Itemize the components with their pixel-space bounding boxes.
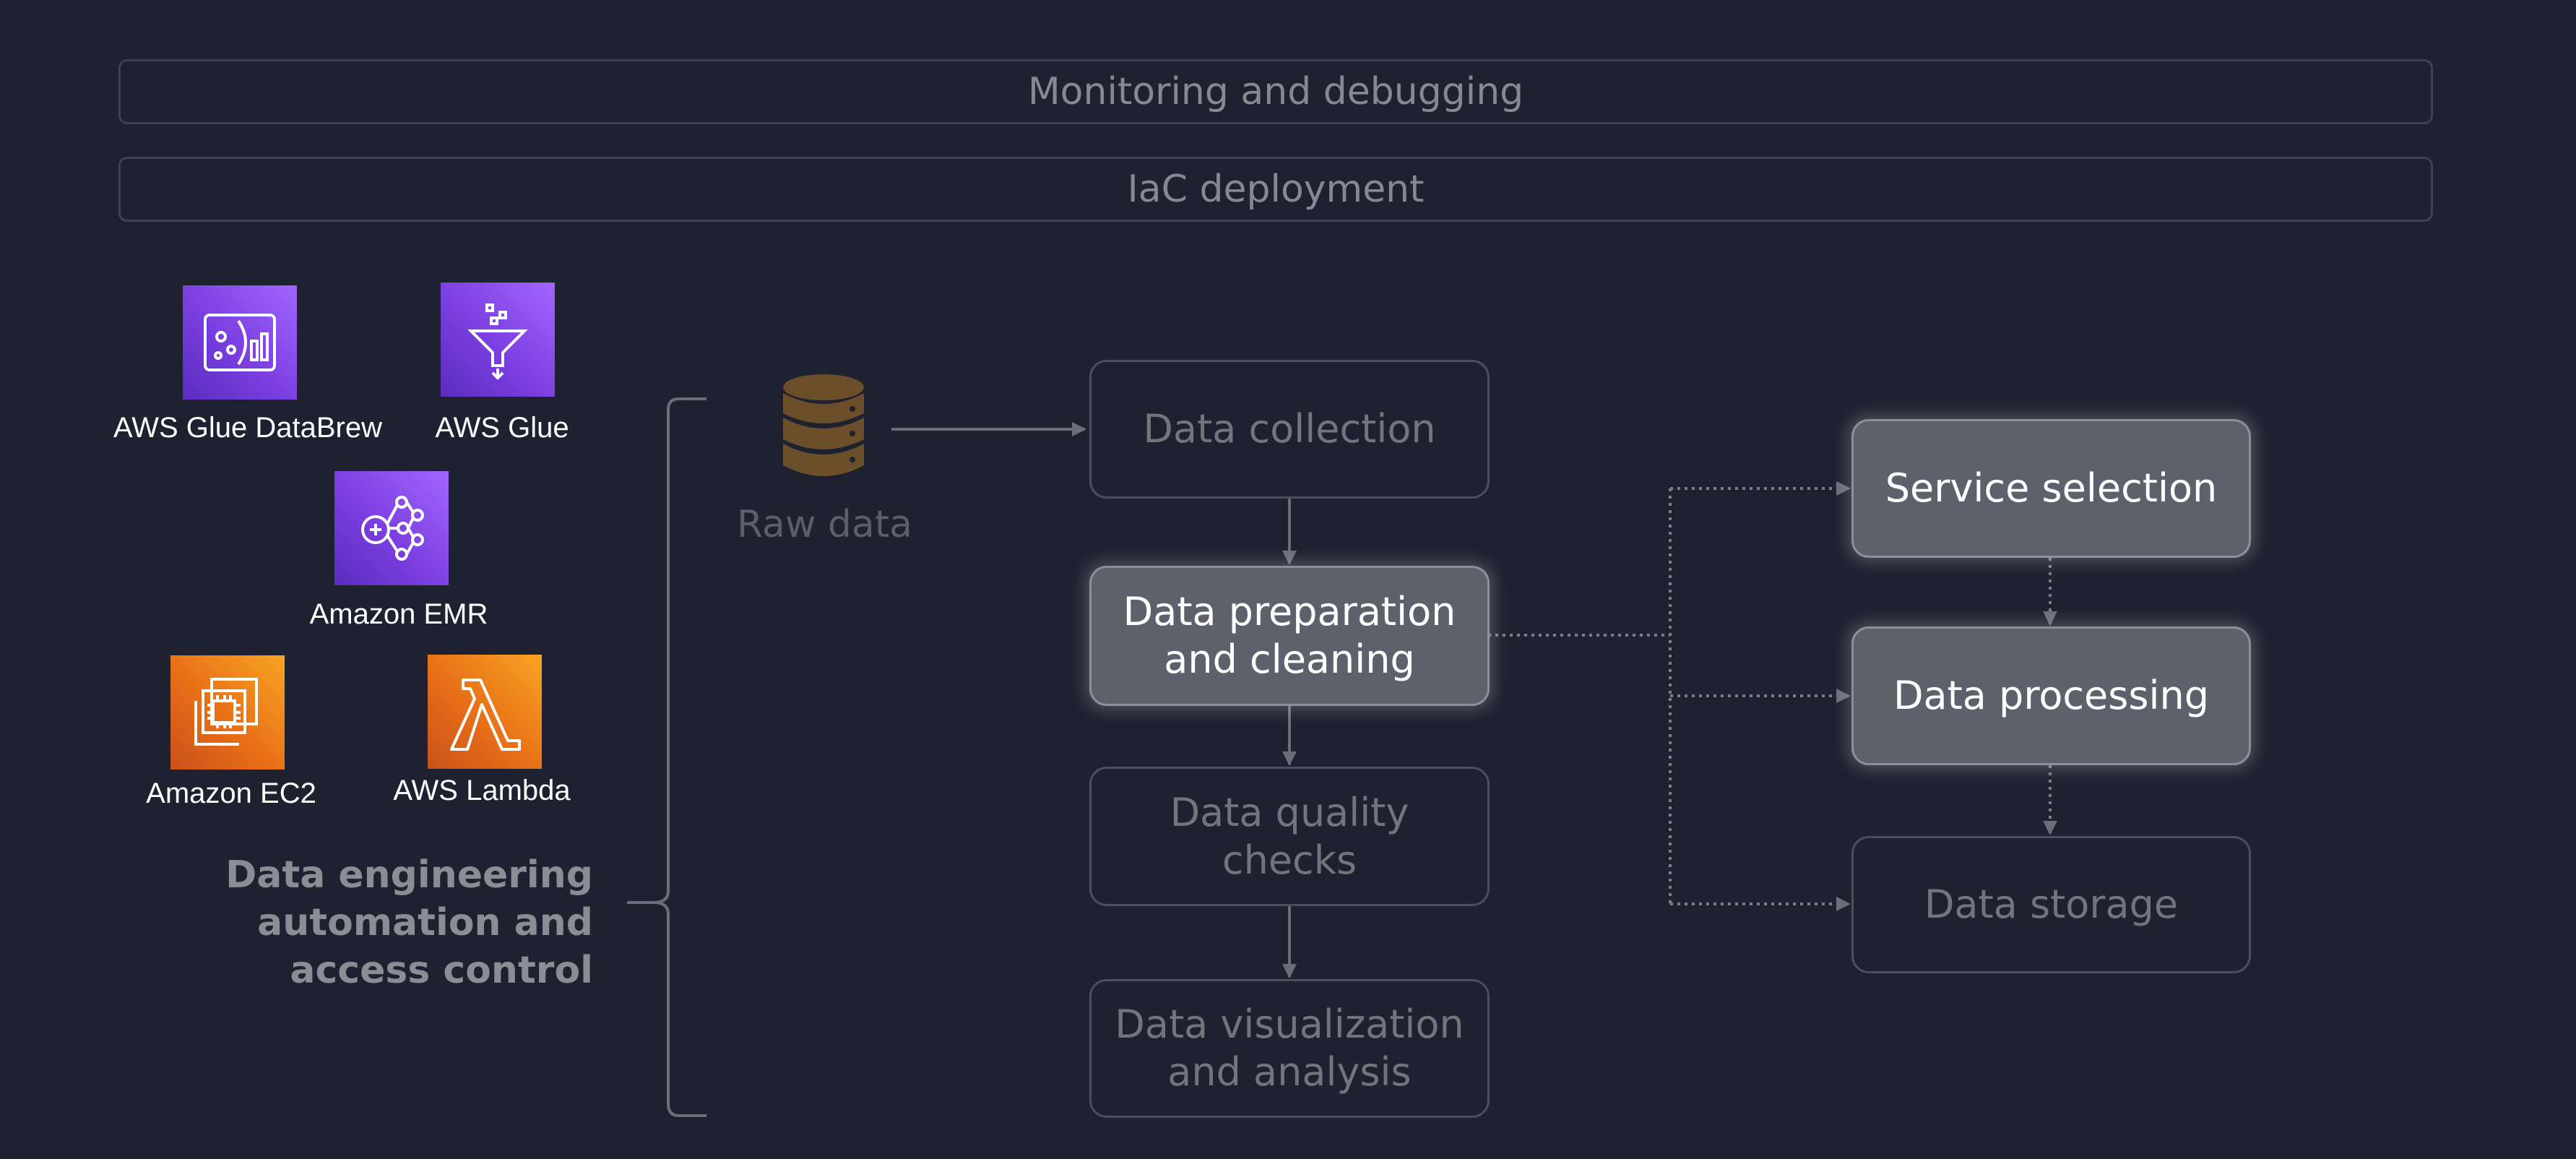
raw-data-label: Raw data (737, 503, 913, 546)
data-processing-node: Data processing (1851, 626, 2251, 765)
glue-funnel-icon (441, 283, 555, 397)
service-selection-node: Service selection (1851, 419, 2251, 558)
databrew-icon (183, 285, 297, 400)
database-icon (780, 373, 867, 491)
databrew-label: AWS Glue DataBrew (113, 412, 382, 444)
data-visualization-node: Data visualization and analysis (1089, 979, 1490, 1118)
ec2-chip-icon (170, 655, 285, 770)
brace (627, 397, 706, 1117)
data-quality-node: Data quality checks (1089, 767, 1490, 906)
emr-icon (334, 471, 449, 585)
lambda-label: AWS Lambda (393, 775, 571, 806)
data-preparation-node: Data preparation and cleaning (1089, 566, 1490, 706)
data-engineering-label: Data engineering automation and access c… (225, 853, 593, 992)
iac-deployment-band: IaC deployment (118, 157, 2433, 222)
data-collection-node: Data collection (1089, 360, 1490, 499)
ec2-label: Amazon EC2 (146, 777, 316, 809)
glue-label: AWS Glue (435, 412, 569, 444)
emr-label: Amazon EMR (309, 598, 488, 630)
monitoring-debugging-band: Monitoring and debugging (118, 59, 2433, 124)
data-storage-node: Data storage (1851, 836, 2251, 973)
lambda-icon (428, 655, 542, 769)
